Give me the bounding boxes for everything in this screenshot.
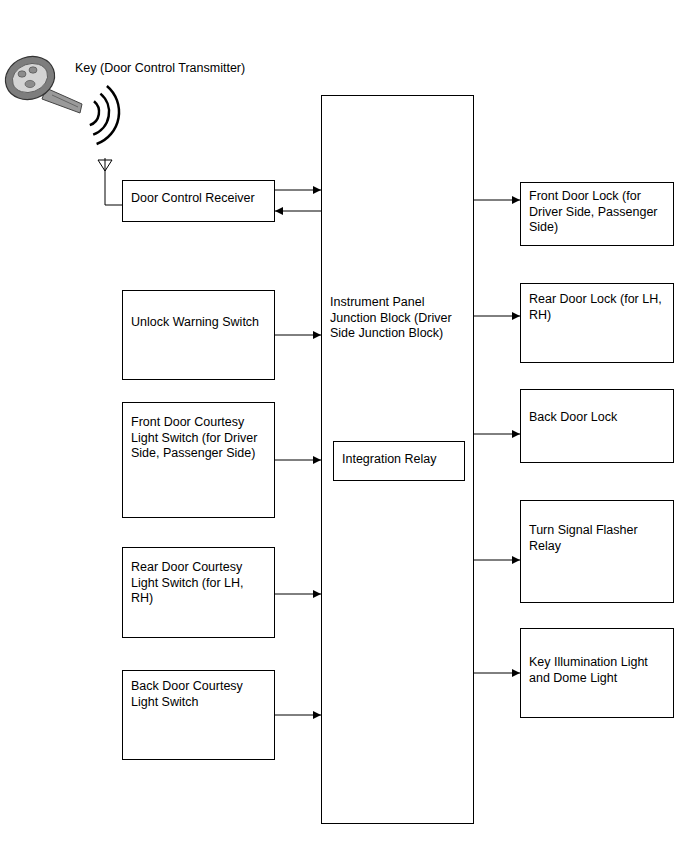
signal-arrow [474, 560, 520, 561]
box-text: Back Door Courtesy Light Switch [131, 679, 268, 710]
box-text: Key Illumination Light and Dome Light [529, 655, 667, 686]
box-text: Door Control Receiver [131, 191, 268, 207]
output-box: Turn Signal Flasher Relay [520, 500, 674, 603]
antenna-symbol [98, 158, 122, 205]
signal-arrow [275, 335, 321, 336]
signal-arrow [275, 211, 321, 212]
box-text: Rear Door Courtesy Light Switch (for LH,… [131, 560, 268, 607]
switch-box: Rear Door Courtesy Light Switch (for LH,… [122, 547, 275, 638]
radio-waves [90, 86, 119, 144]
box-text: Integration Relay [342, 452, 458, 468]
signal-arrow [275, 190, 321, 191]
output-box: Back Door Lock [520, 389, 674, 463]
box-text: Instrument Panel Junction Block (Driver … [330, 295, 467, 342]
output-box: Rear Door Lock (for LH, RH) [520, 283, 674, 363]
signal-arrow [474, 434, 520, 435]
junction-block: Instrument Panel Junction Block (Driver … [321, 95, 474, 824]
box-text: Front Door Courtesy Light Switch (for Dr… [131, 415, 268, 462]
box-text: Unlock Warning Switch [131, 315, 268, 331]
box-text: Rear Door Lock (for LH, RH) [529, 292, 667, 323]
signal-arrow [275, 460, 321, 461]
box-text: Turn Signal Flasher Relay [529, 523, 667, 554]
signal-arrow [474, 316, 520, 317]
relay-box: Integration Relay [333, 441, 465, 481]
signal-arrow [275, 594, 321, 595]
key-illustration [0, 50, 82, 113]
part-label: Key (Door Control Transmitter) [75, 61, 245, 77]
switch-box: Unlock Warning Switch [122, 290, 275, 380]
switch-box: Back Door Courtesy Light Switch [122, 670, 275, 760]
signal-arrow [474, 200, 520, 201]
switch-box: Front Door Courtesy Light Switch (for Dr… [122, 402, 275, 518]
signal-arrow [474, 673, 520, 674]
receiver-box: Door Control Receiver [122, 180, 275, 222]
box-text: Back Door Lock [529, 410, 667, 426]
box-text: Front Door Lock (for Driver Side, Passen… [529, 189, 667, 236]
output-box: Front Door Lock (for Driver Side, Passen… [520, 182, 674, 246]
signal-arrow [275, 715, 321, 716]
output-box: Key Illumination Light and Dome Light [520, 628, 674, 718]
